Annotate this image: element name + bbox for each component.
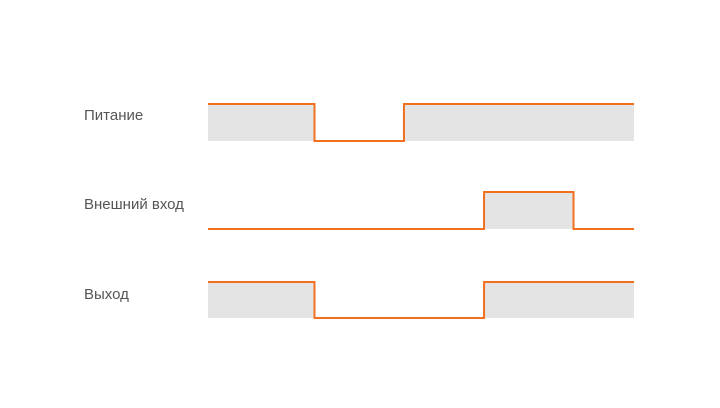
waveform-external-input-line <box>208 191 634 230</box>
waveform-power <box>208 103 634 142</box>
signal-label-output: Выход <box>84 286 129 303</box>
signal-label-external-input: Внешний вход <box>84 196 184 213</box>
waveform-external-input-fill <box>484 192 574 229</box>
waveform-power-fill <box>208 104 634 141</box>
waveform-output-fill <box>208 282 634 318</box>
waveform-output-line <box>208 281 634 319</box>
signal-label-power: Питание <box>84 107 144 124</box>
waveform-output <box>208 281 634 319</box>
waveform-power-line <box>208 103 634 142</box>
waveform-external-input <box>208 191 634 230</box>
